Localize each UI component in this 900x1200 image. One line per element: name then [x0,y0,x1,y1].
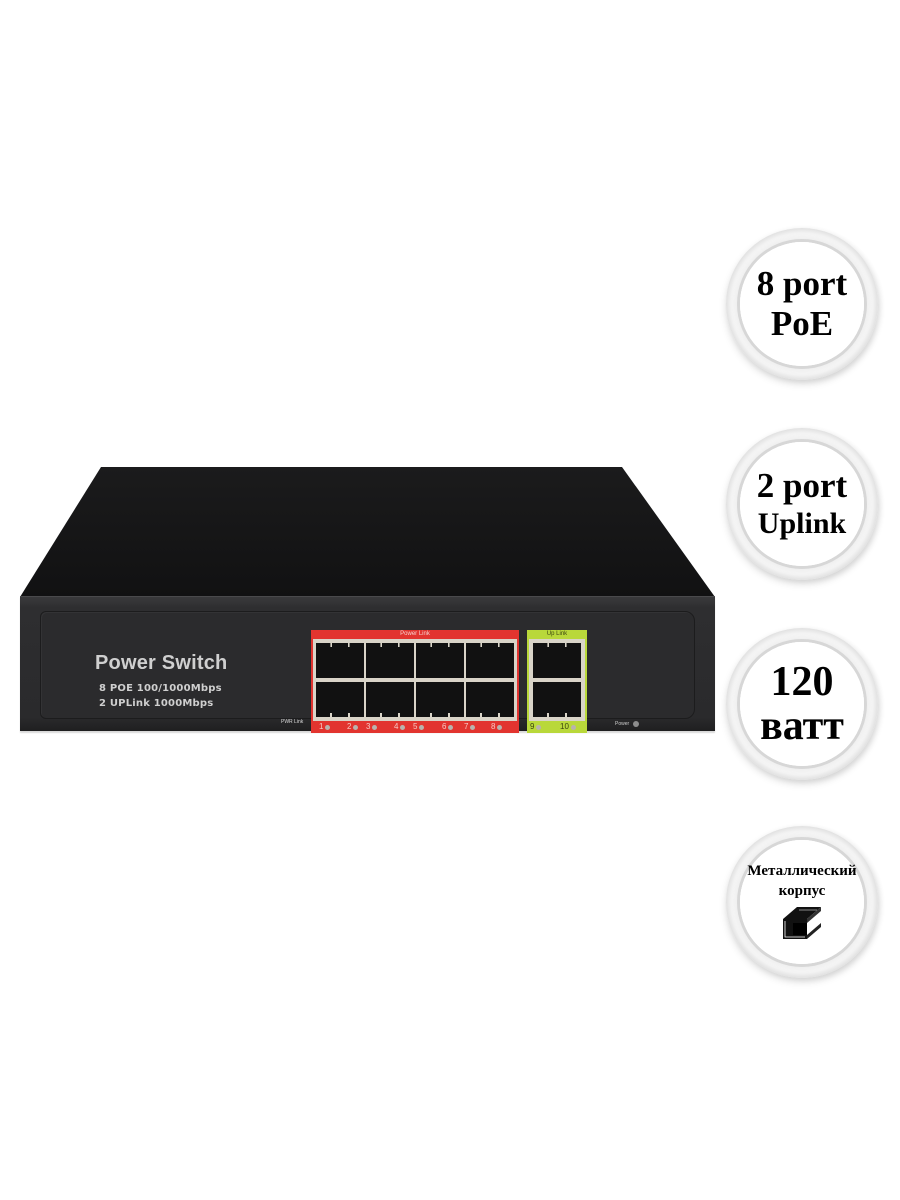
uplink-led-row: 9 10 [527,721,587,733]
port-led-4: 4 [394,722,406,732]
rj45-port-7[interactable] [466,643,514,678]
led-dot-icon [448,724,454,730]
port-led-5: 5 [413,722,425,732]
rj45-port-10[interactable] [533,682,581,718]
up-link-label: Up Link [546,631,568,637]
badge-inner: 8 port PoE [740,242,864,366]
rj45-port-2[interactable] [316,682,364,718]
power-indicator: Power [615,721,640,727]
rj45-port-4[interactable] [366,682,414,718]
poe-led-row: 1 2 3 4 5 6 7 8 [311,721,519,733]
led-dot-icon [372,724,378,730]
switch-front-face: Power Switch 8 POE 100/1000Mbps 2 UPLink… [20,596,715,733]
led-dot-icon [570,724,576,730]
badge-line: PoE [770,304,834,343]
led-dot-icon [497,724,503,730]
port-led-10: 10 [560,722,576,732]
power-label: Power [615,721,630,727]
rj45-port-1[interactable] [316,643,364,678]
port-led-1: 1 [319,722,331,732]
uplink-port-group: Up Link 9 10 [527,630,587,733]
power-link-label: Power Link [400,631,430,637]
led-dot-icon [470,724,476,730]
pwr-link-label: PWR Link [281,719,304,725]
steel-i-beam-icon [783,907,821,939]
badge-line: 8 port [756,264,848,303]
badge-inner: Металлический корпус [740,840,864,964]
badge-line: 2 port [756,466,848,505]
badge-2-port-uplink: 2 port Uplink [726,428,878,580]
badge-line: Uplink [757,507,847,540]
badge-8-port-poe: 8 port PoE [726,228,878,380]
badge-line: Металлический [747,863,857,879]
badge-inner: 2 port Uplink [740,442,864,566]
led-dot-icon [400,724,406,730]
badge-line: корпус [778,883,826,899]
led-dot-icon [536,724,542,730]
spec-poe-ports: 8 POE 100/1000Mbps [99,683,222,694]
port-led-6: 6 [442,722,454,732]
poe-switch-product: Power Switch 8 POE 100/1000Mbps 2 UPLink… [0,0,740,760]
port-led-7: 7 [464,722,476,732]
rj45-port-6[interactable] [416,682,464,718]
rj45-port-9[interactable] [533,643,581,678]
led-dot-icon [353,724,359,730]
led-dot-icon [325,724,331,730]
port-led-3: 3 [366,722,378,732]
uplink-port-grid [529,639,585,721]
badge-line: 120 [770,659,834,705]
rj45-port-5[interactable] [416,643,464,678]
port-led-9: 9 [530,722,542,732]
led-dot-icon [419,724,425,730]
badge-inner: 120 ватт [740,642,864,766]
port-led-2: 2 [347,722,359,732]
rj45-port-3[interactable] [366,643,414,678]
badge-line: ватт [760,703,844,749]
poe-port-grid [313,639,517,721]
power-led-icon [633,721,640,727]
badge-metal-case: Металлический корпус [726,826,878,978]
poe-port-group: Power Link 1 2 3 4 5 6 [311,630,519,733]
port-led-8: 8 [491,722,503,732]
rj45-port-8[interactable] [466,682,514,718]
product-title: Power Switch [95,652,228,674]
badge-120-watt: 120 ватт [726,628,878,780]
spec-uplink-ports: 2 UPLink 1000Mbps [99,698,214,709]
front-panel: Power Switch 8 POE 100/1000Mbps 2 UPLink… [40,611,695,733]
